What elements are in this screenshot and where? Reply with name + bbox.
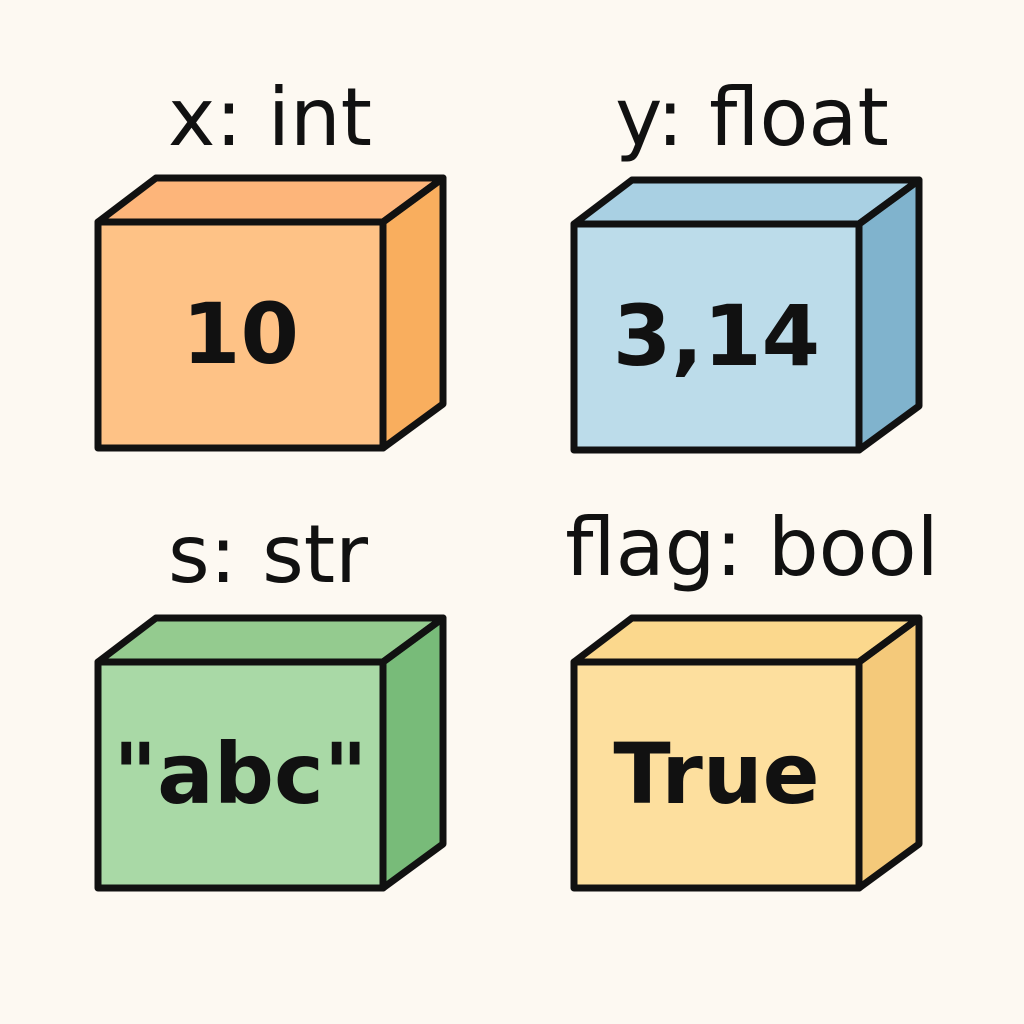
variable-box-y: 3,14 <box>570 176 934 470</box>
variable-value-y: 3,14 <box>612 287 821 385</box>
box-shape <box>570 176 923 454</box>
variable-label-y: y: float <box>615 71 889 164</box>
variable-value-flag: True <box>613 725 820 823</box>
variable-label-flag: flag: bool <box>565 501 939 594</box>
variable-box-s: "abc" <box>94 614 458 908</box>
variable-box-x: 10 <box>94 174 458 468</box>
box-shape <box>94 614 447 892</box>
variable-label-s: s: str <box>168 508 368 601</box>
variable-label-x: x: int <box>167 71 373 164</box>
variable-value-x: 10 <box>182 285 299 383</box>
box-shape <box>94 174 447 452</box>
variable-box-flag: True <box>570 614 934 908</box>
variable-value-s: "abc" <box>113 725 368 823</box>
box-shape <box>570 614 923 892</box>
